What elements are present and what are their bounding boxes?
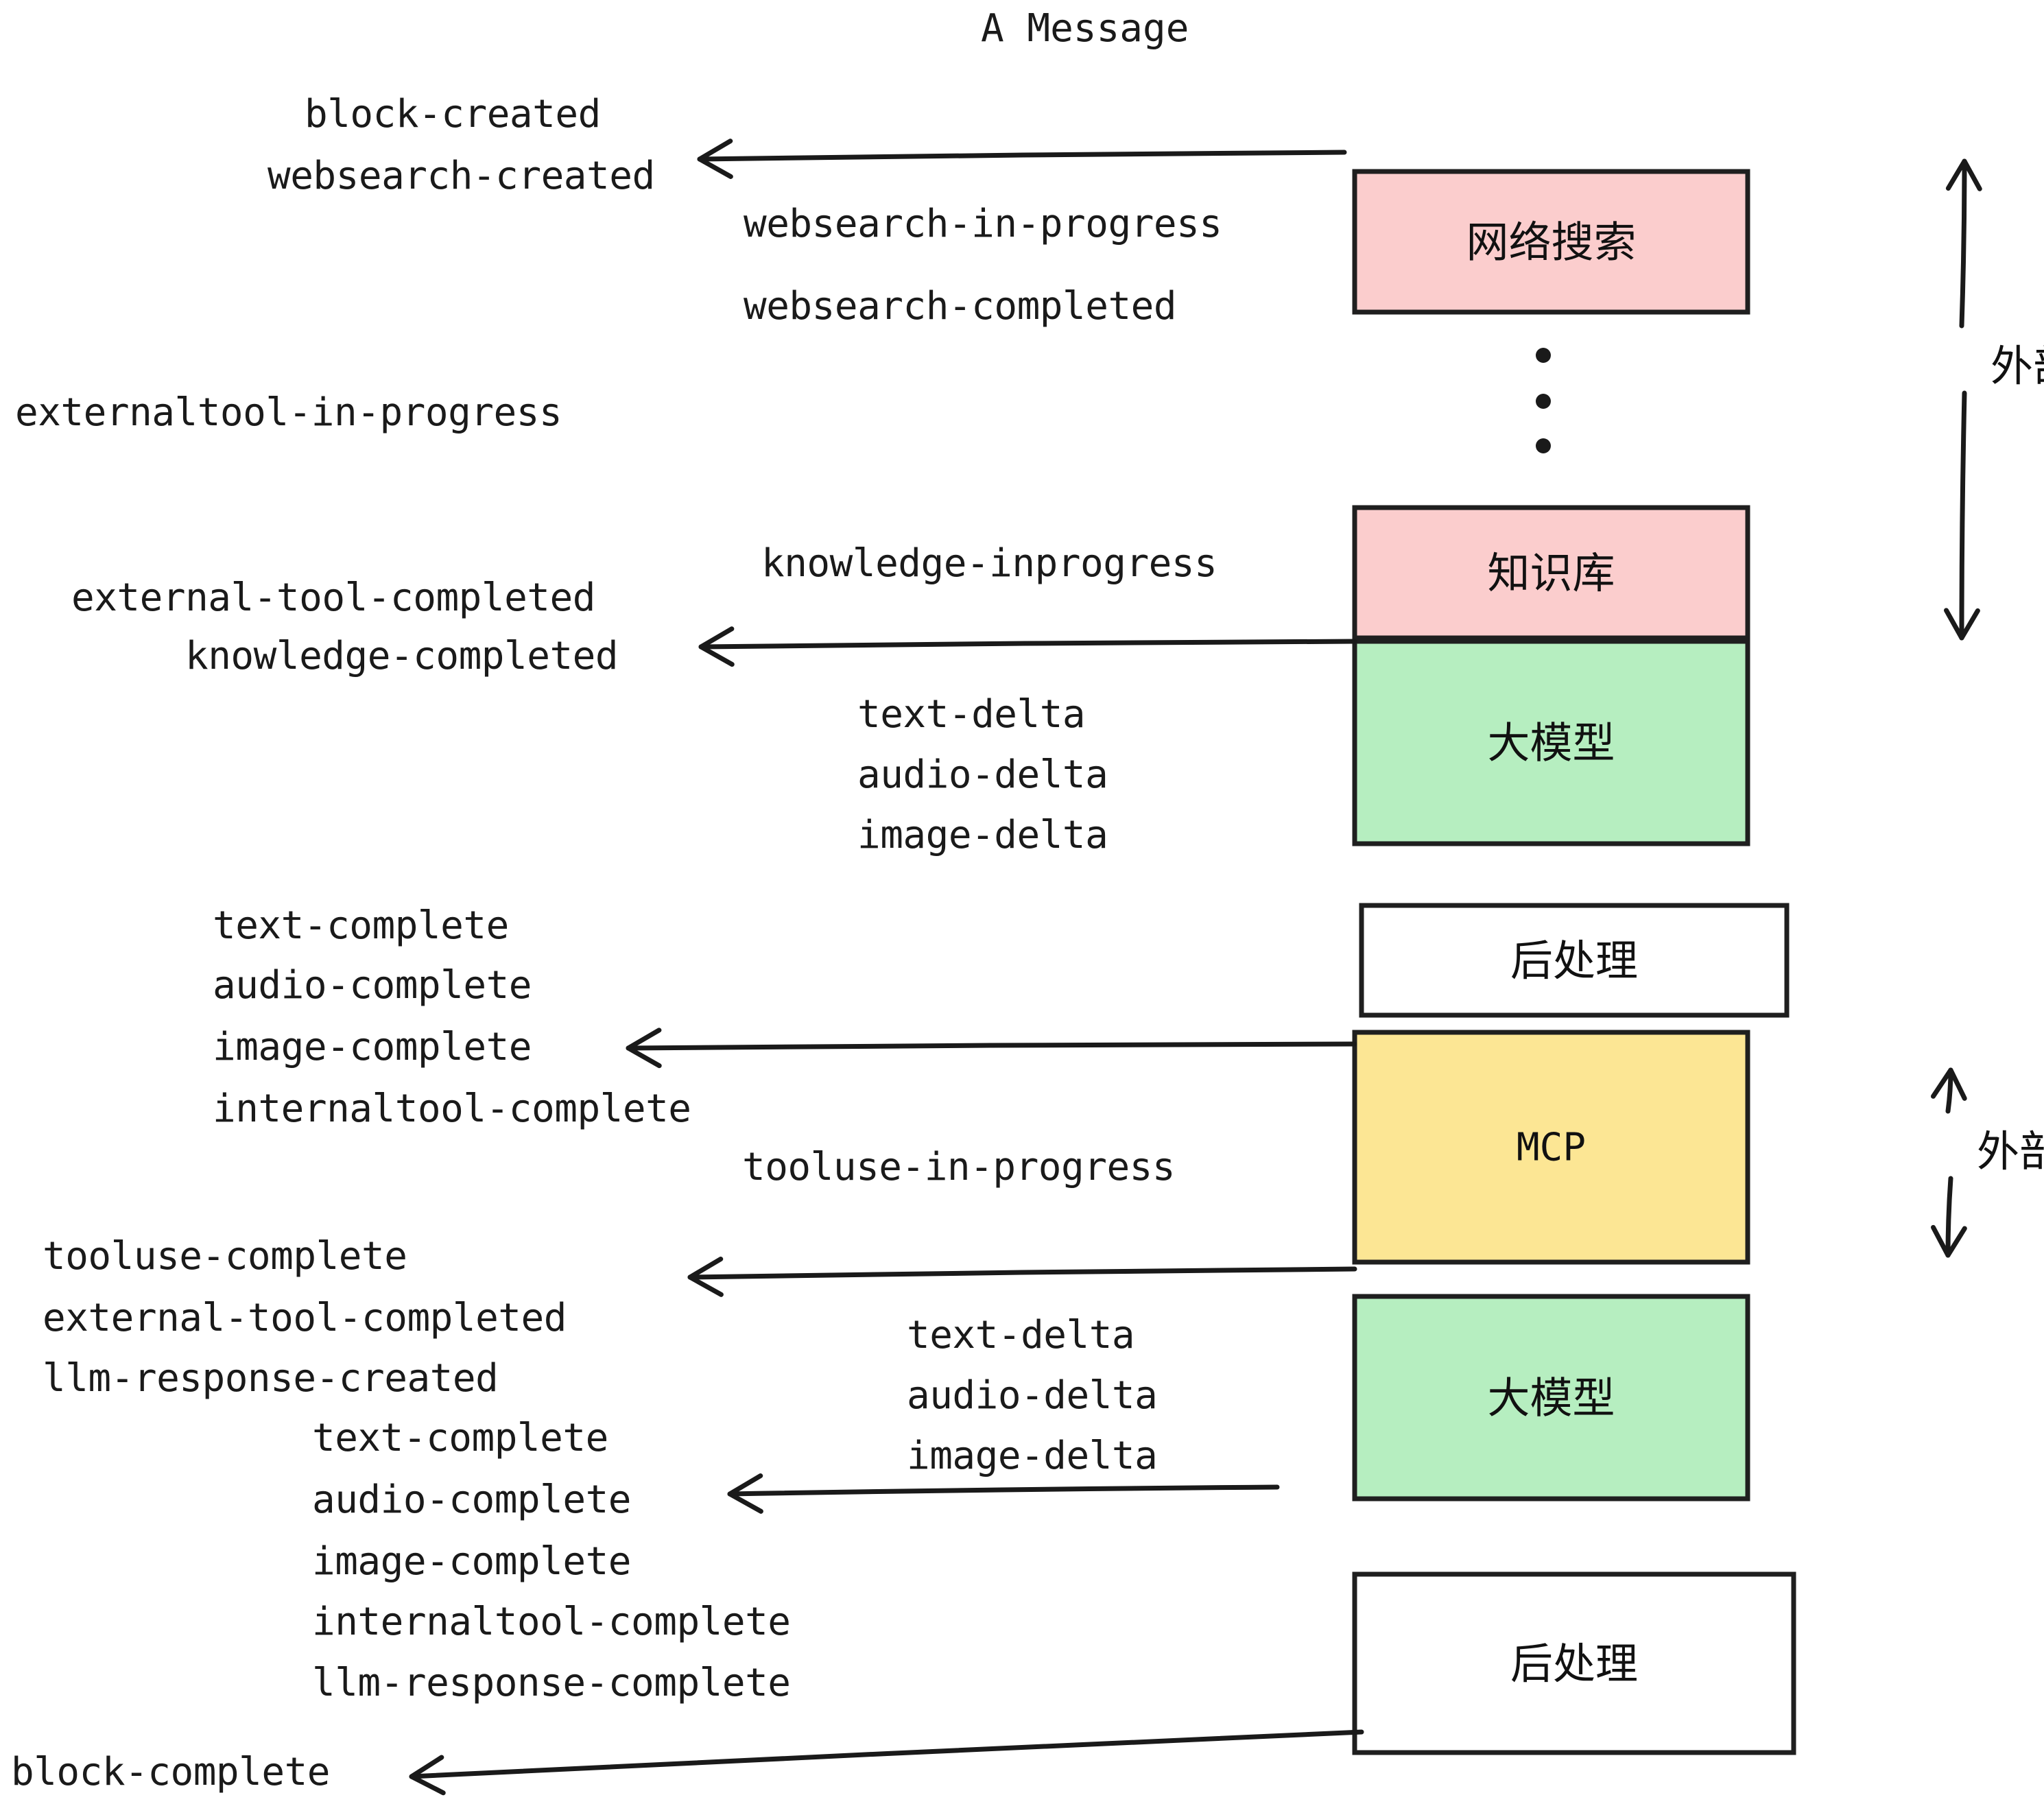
event-label-text-delta-2: text-delta <box>907 1313 1134 1357</box>
audio-complete-arrow <box>727 1473 1280 1514</box>
event-label-internaltool-complete-1: internaltool-complete <box>213 1087 691 1131</box>
event-label-image-complete-1: image-complete <box>213 1025 532 1069</box>
ellipsis-dots-group <box>1536 348 1551 453</box>
event-label-tooluse-in-progress: tooluse-in-progress <box>742 1145 1175 1189</box>
node-llm-1: 大模型 <box>1352 639 1750 846</box>
ellipsis-dot-2 <box>1536 394 1551 409</box>
node-label-llm-1: 大模型 <box>1487 718 1615 768</box>
node-label-mcp: MCP <box>1517 1126 1586 1170</box>
tooluse-complete-arrow <box>687 1257 1357 1297</box>
event-label-block-created: block-created <box>305 92 601 137</box>
node-label-llm-2: 大模型 <box>1487 1373 1615 1423</box>
node-postprocess-2: 后处理 <box>1352 1571 1796 1755</box>
side-brackets-group: 外部工具外部工具 <box>1930 158 2044 1258</box>
event-label-audio-delta-1: audio-delta <box>857 752 1108 797</box>
event-label-websearch-completed: websearch-completed <box>744 284 1176 329</box>
node-box-postprocess-1 <box>1359 903 1790 1018</box>
image-complete-arrow <box>626 1028 1357 1069</box>
block-complete-arrow <box>409 1729 1364 1796</box>
node-knowledge: 知识库 <box>1352 505 1750 641</box>
event-label-websearch-in-progress: websearch-in-progress <box>744 202 1222 246</box>
side-bracket-label: 外部工具 <box>1977 1126 2044 1176</box>
node-box-mcp <box>1352 1030 1750 1265</box>
flow-arrows-group <box>409 139 1364 1796</box>
event-label-image-delta-1: image-delta <box>857 813 1108 857</box>
event-label-image-complete-2: image-complete <box>312 1539 631 1584</box>
event-labels-group: block-created websearch-created websearch-… <box>11 92 1222 1794</box>
page-title: A Message <box>981 6 1189 51</box>
event-label-websearch-created: websearch-created <box>268 154 655 198</box>
arrow-up-icon <box>1945 158 1982 329</box>
side-bracket-external-tools-bottom: 外部工具 <box>1930 1067 2044 1258</box>
event-label-image-delta-2: image-delta <box>907 1434 1157 1478</box>
event-label-audio-complete-2: audio-complete <box>312 1477 631 1522</box>
side-bracket-label: 外部工具 <box>1990 341 2044 391</box>
event-label-external-tool-completed-1: external-tool-completed <box>71 575 595 620</box>
node-label-knowledge: 知识库 <box>1487 548 1615 598</box>
event-label-knowledge-completed: knowledge-completed <box>185 634 618 678</box>
event-label-tooluse-complete: tooluse-complete <box>43 1234 407 1279</box>
event-label-llm-response-created: llm-response-created <box>43 1356 498 1401</box>
node-label-websearch: 网络搜索 <box>1466 217 1636 268</box>
event-label-text-complete-2: text-complete <box>312 1416 608 1460</box>
event-label-block-complete: block-complete <box>11 1750 330 1794</box>
arrow-down-icon <box>1944 390 1980 641</box>
side-bracket-external-tools-top: 外部工具 <box>1944 158 2044 641</box>
ellipsis-dot-3 <box>1536 438 1551 453</box>
event-label-audio-delta-2: audio-delta <box>907 1373 1157 1418</box>
node-box-knowledge <box>1352 505 1750 641</box>
node-llm-2: 大模型 <box>1352 1294 1750 1502</box>
node-websearch: 网络搜索 <box>1352 169 1750 315</box>
node-box-llm-2 <box>1352 1294 1750 1502</box>
event-label-knowledge-inprogress: knowledge-inprogress <box>761 541 1217 586</box>
node-box-llm-1 <box>1352 639 1750 846</box>
node-label-postprocess-2: 后处理 <box>1510 1639 1638 1689</box>
event-label-external-tool-completed-2: external-tool-completed <box>43 1296 567 1340</box>
node-box-postprocess-2 <box>1352 1571 1796 1755</box>
arrow-down-icon <box>1931 1176 1967 1258</box>
event-label-audio-complete-1: audio-complete <box>213 963 532 1008</box>
knowledge-completed-arrow <box>698 626 1357 667</box>
event-label-llm-response-complete: llm-response-complete <box>312 1661 791 1705</box>
event-label-text-delta-1: text-delta <box>857 692 1085 737</box>
event-label-externaltool-in-progress: externaltool-in-progress <box>15 390 562 435</box>
node-mcp: MCP <box>1352 1030 1750 1265</box>
arrow-up-icon <box>1930 1067 1967 1114</box>
block-created-arrow <box>697 139 1347 179</box>
ellipsis-dot-1 <box>1536 348 1551 363</box>
event-label-internaltool-complete-2: internaltool-complete <box>312 1600 791 1644</box>
node-box-websearch <box>1352 169 1750 315</box>
node-label-postprocess-1: 后处理 <box>1510 936 1638 986</box>
event-label-text-complete-1: text-complete <box>213 903 509 948</box>
node-postprocess-1: 后处理 <box>1359 903 1790 1018</box>
